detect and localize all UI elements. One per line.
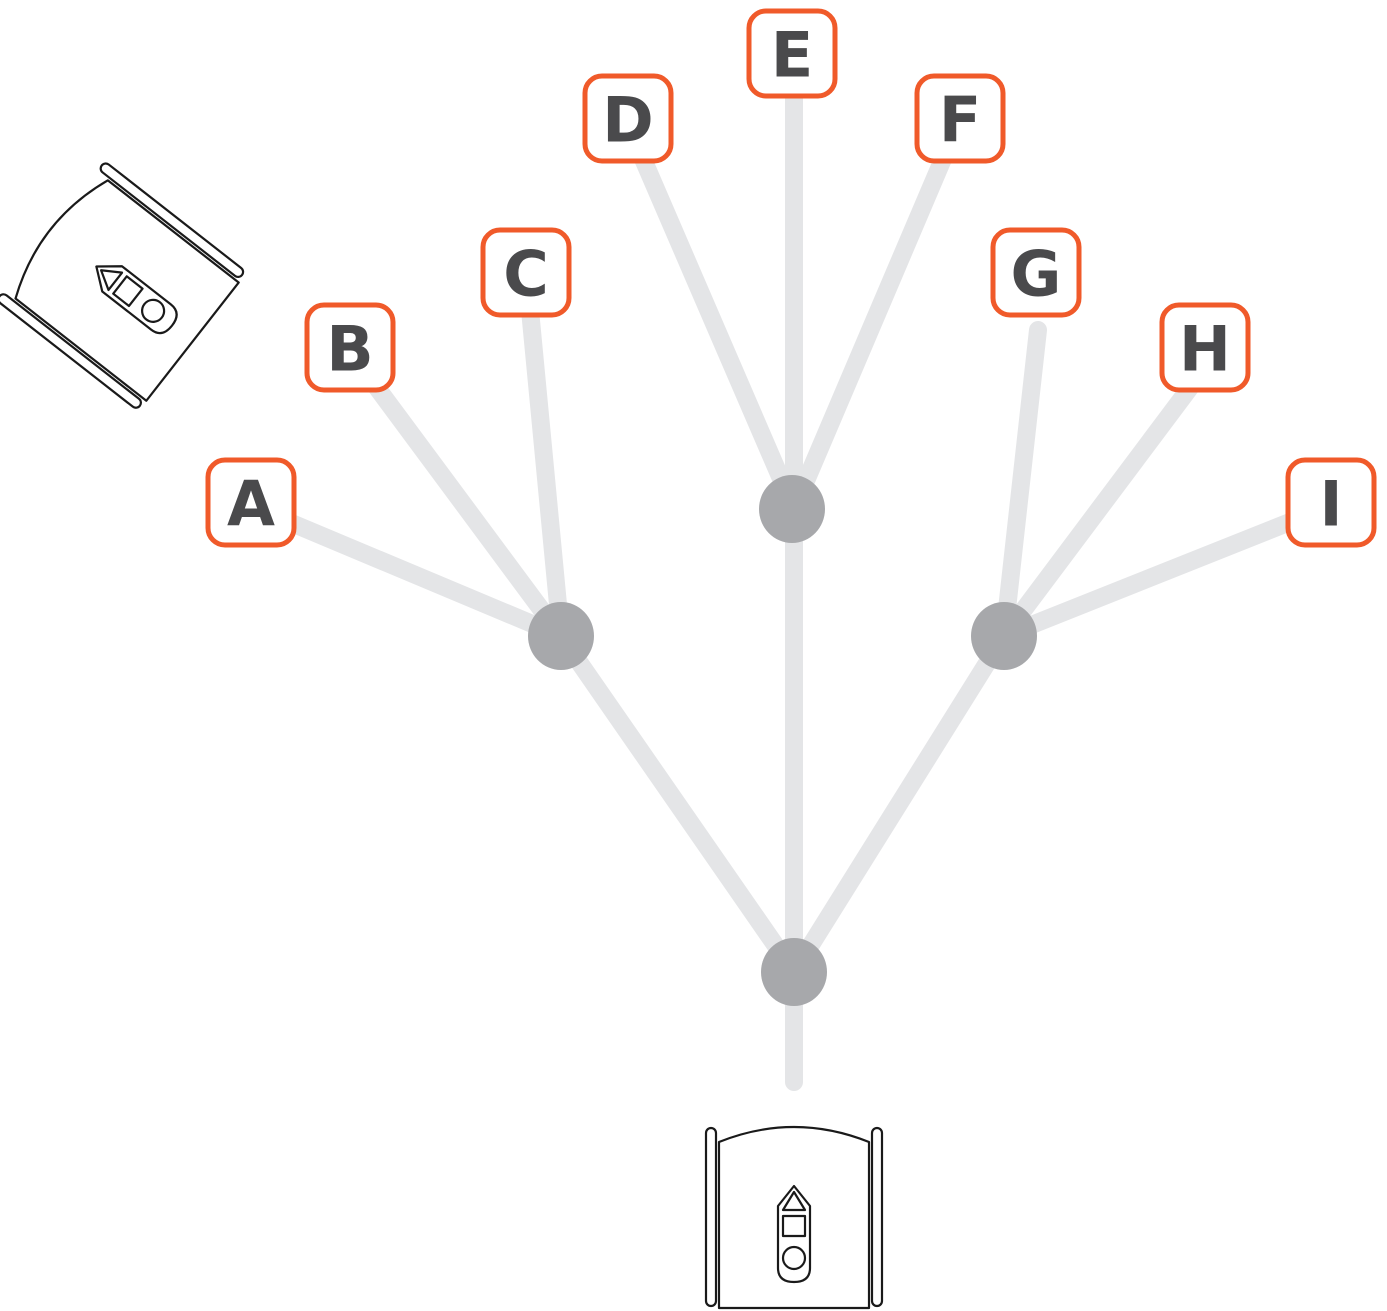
label-f-text: F — [939, 84, 981, 157]
robot-start-icon — [704, 1125, 884, 1310]
junction-left — [528, 602, 594, 670]
label-i[interactable]: I — [1285, 457, 1377, 548]
junction-root — [761, 938, 827, 1006]
edge-left-to-a — [261, 505, 570, 645]
label-h-text: H — [1179, 313, 1231, 386]
label-g-text: G — [1011, 238, 1062, 311]
edge-left-to-b — [366, 376, 570, 645]
edge-right-to-g — [995, 321, 1047, 645]
destination-labels: A B C D E F G H — [205, 8, 1377, 548]
label-e-text: E — [771, 19, 813, 92]
junction-center — [759, 475, 825, 543]
label-h[interactable]: H — [1159, 302, 1251, 393]
path-edges — [261, 83, 1319, 1091]
edge-right-to-h — [995, 376, 1201, 645]
edge-left-to-c — [521, 301, 570, 645]
label-b[interactable]: B — [304, 302, 396, 393]
junction-nodes — [528, 475, 1037, 1006]
label-b-text: B — [326, 313, 373, 386]
junction-right — [971, 602, 1037, 670]
label-d[interactable]: D — [582, 73, 674, 164]
edge-right-to-i — [995, 505, 1319, 645]
label-e[interactable]: E — [746, 8, 838, 99]
edge-center-to-f — [785, 143, 955, 518]
label-g[interactable]: G — [990, 227, 1082, 318]
label-c[interactable]: C — [480, 227, 572, 318]
robot-target-icon — [0, 162, 245, 409]
label-d-text: D — [602, 84, 653, 157]
edge-center-to-d — [631, 143, 803, 518]
label-a-text: A — [227, 468, 275, 541]
label-f[interactable]: F — [914, 73, 1006, 164]
label-a[interactable]: A — [205, 457, 297, 548]
edge-root-to-left-junction — [552, 627, 803, 981]
label-i-text: I — [1319, 468, 1342, 541]
label-c-text: C — [503, 238, 549, 311]
edge-root-to-right-junction — [785, 627, 1013, 981]
